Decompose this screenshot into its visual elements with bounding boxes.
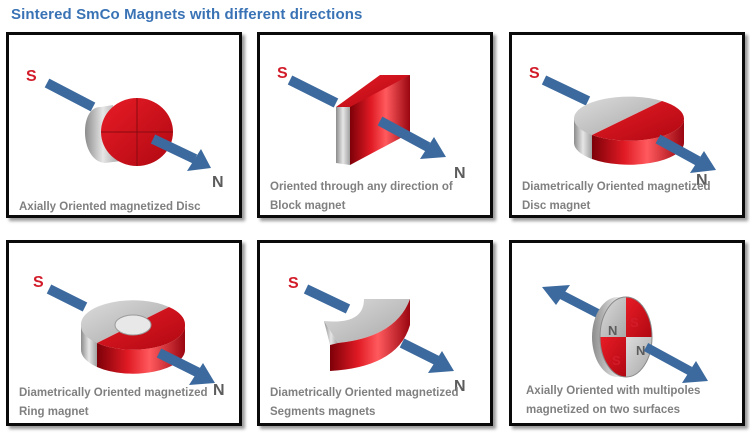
field-arrow-tail bbox=[44, 78, 96, 112]
field-arrow-shaft bbox=[377, 116, 431, 152]
caption-diametric-ring: Diametrically Oriented magnetized Ring m… bbox=[19, 387, 208, 418]
field-arrow-tail bbox=[541, 75, 591, 106]
disc-side-red bbox=[592, 119, 684, 165]
caption-axial-disc: Axially Oriented magnetized Disc magnet bbox=[19, 201, 201, 213]
pole-s-label: S bbox=[26, 68, 37, 85]
block-top-face bbox=[336, 75, 410, 107]
pole-s-label: S bbox=[288, 275, 299, 292]
field-arrow-shaft bbox=[156, 348, 202, 378]
face-label: S bbox=[630, 315, 639, 330]
panel-block: S N Oriented through any direction of Bl… bbox=[257, 32, 493, 218]
field-arrow-tail bbox=[287, 75, 339, 108]
ring-hole bbox=[114, 314, 152, 336]
field-arrow-shaft bbox=[399, 338, 441, 366]
ring-side-gray bbox=[80, 325, 97, 367]
caption-block: Oriented through any direction of Block … bbox=[270, 181, 453, 212]
caption-segment: Diametrically Oriented magnetized Segmen… bbox=[270, 387, 459, 418]
face-label: S bbox=[612, 353, 621, 368]
panel-multipole: S N S N Axially Oriented with multipoles… bbox=[509, 240, 745, 426]
panel-segment: S N Diametrically Oriented magnetized Se… bbox=[257, 240, 493, 426]
disc-top-red bbox=[592, 101, 685, 141]
arrow-head-icon bbox=[189, 363, 215, 385]
pole-n-label: N bbox=[696, 172, 708, 189]
page-title: Sintered SmCo Magnets with different dir… bbox=[11, 6, 363, 23]
panel-diametric-disc: S N Diametrically Oriented magnetized Di… bbox=[509, 32, 745, 218]
sector-1 bbox=[626, 297, 652, 337]
sector-3 bbox=[600, 337, 626, 377]
pole-n-label: N bbox=[212, 174, 224, 191]
ring-side-red bbox=[97, 325, 186, 374]
arrow-head-icon bbox=[690, 151, 716, 173]
field-arrow-shaft bbox=[150, 134, 198, 164]
pole-n-label: N bbox=[213, 382, 225, 399]
caption-diametric-disc: Diametrically Oriented magnetized Disc m… bbox=[522, 181, 711, 212]
segment-edge-gray bbox=[324, 321, 338, 345]
field-arrow-tail bbox=[46, 284, 88, 312]
panel-diametric-ring: S N Diametrically Oriented magnetized Ri… bbox=[6, 240, 242, 426]
arrow-head-icon bbox=[682, 361, 708, 383]
block-gray-side bbox=[336, 107, 350, 165]
segment-top-gray bbox=[324, 299, 410, 343]
arrow-head-icon bbox=[542, 285, 570, 305]
pole-n-label: N bbox=[454, 165, 466, 182]
disc-side-gray bbox=[574, 119, 592, 159]
segment-front-red bbox=[330, 299, 410, 371]
disc-top-gray bbox=[573, 96, 662, 135]
caption-multipole: Axially Oriented with multipoles magneti… bbox=[526, 385, 701, 416]
field-arrow-front bbox=[643, 343, 693, 375]
pole-s-label: S bbox=[529, 65, 540, 82]
sector-4 bbox=[600, 297, 626, 337]
field-arrow-tail bbox=[303, 284, 351, 314]
pole-s-label: S bbox=[33, 274, 44, 291]
face-label: N bbox=[608, 323, 617, 338]
face-label: N bbox=[636, 343, 645, 358]
field-arrow-shaft bbox=[655, 134, 701, 166]
pole-s-label: S bbox=[277, 65, 288, 82]
panel-axial-disc: S N Axially Oriented magnetized Disc mag… bbox=[6, 32, 242, 218]
pole-n-label: N bbox=[454, 378, 466, 395]
arrow-head-icon bbox=[428, 351, 454, 373]
arrow-head-icon bbox=[187, 149, 211, 171]
block-front-face bbox=[350, 75, 410, 165]
arrow-head-icon bbox=[420, 137, 446, 159]
sector-2 bbox=[626, 337, 652, 377]
